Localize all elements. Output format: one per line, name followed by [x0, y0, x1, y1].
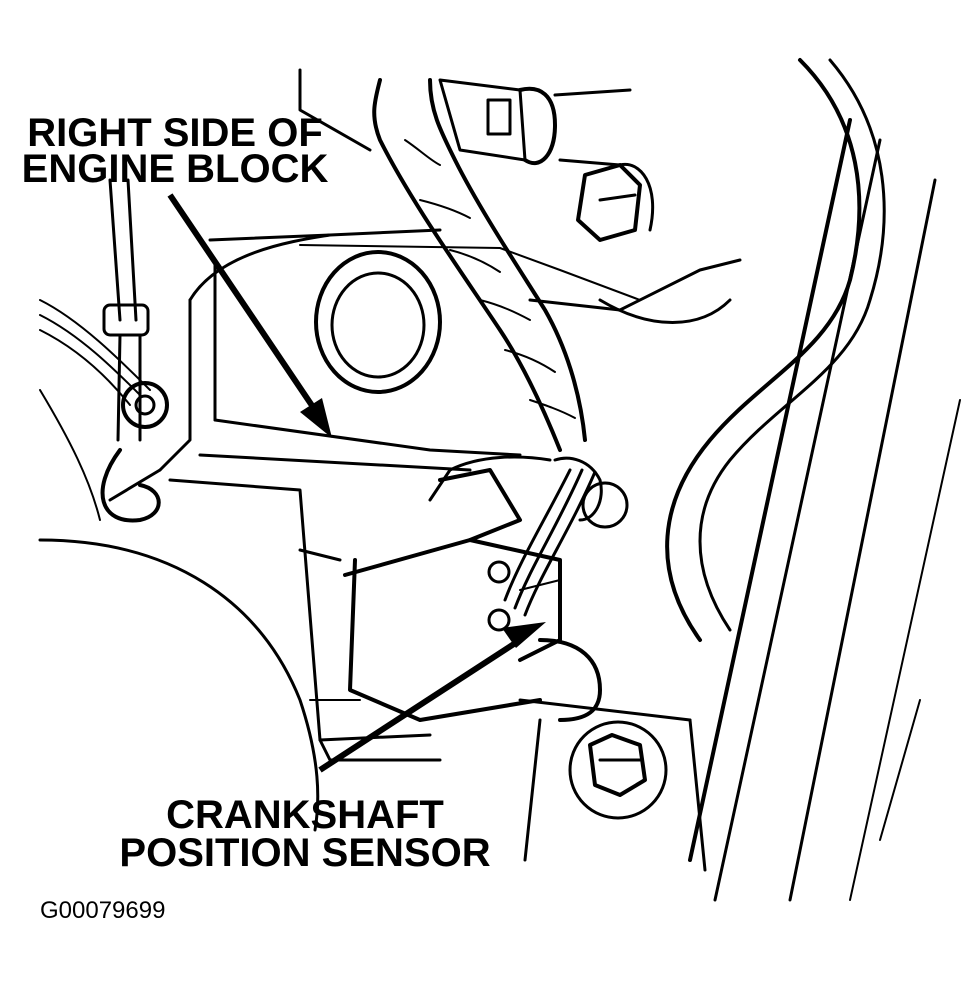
figure-code: G00079699	[40, 897, 165, 924]
wiring-harness	[372, 78, 587, 452]
sensor-label-line1: CRANKSHAFT	[166, 793, 444, 837]
sensor-label-line2: POSITION SENSOR	[119, 831, 490, 875]
engine-block-arrow	[167, 193, 332, 438]
fuel-line	[39, 178, 169, 523]
crankshaft-position-sensor	[343, 455, 629, 722]
engine-block-label-line2: ENGINE BLOCK	[22, 147, 329, 191]
lower-bolt	[568, 720, 668, 820]
mount-flange	[518, 638, 707, 872]
hose-connector	[438, 78, 632, 167]
right-bracket	[665, 58, 961, 902]
crank-pulley	[38, 389, 320, 832]
top-bolt	[576, 162, 655, 242]
sensor-arrow	[318, 622, 546, 773]
engine-block-label-line1: RIGHT SIDE OF	[27, 111, 323, 155]
